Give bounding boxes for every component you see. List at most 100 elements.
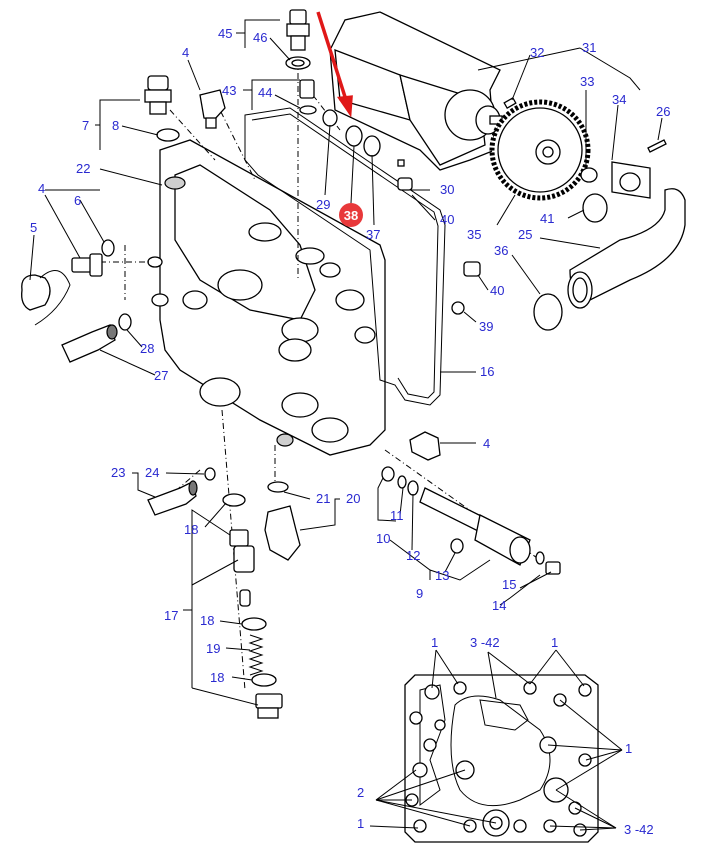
elbow-4-top xyxy=(199,89,226,129)
label-20: 20 xyxy=(346,491,360,506)
label-43: 43 xyxy=(222,83,236,98)
label-25: 25 xyxy=(518,227,532,242)
washer-18a xyxy=(222,493,246,507)
label-17: 17 xyxy=(164,608,178,623)
label-31: 31 xyxy=(582,40,596,55)
part-labels: 45 46 4 43 44 7 8 22 4 6 5 29 37 30 40 3… xyxy=(30,26,670,837)
label-5: 5 xyxy=(30,220,37,235)
label-24: 24 xyxy=(145,465,159,480)
label-45: 45 xyxy=(218,26,232,41)
label-34: 34 xyxy=(612,92,626,107)
label-41: 41 xyxy=(540,211,554,226)
inset-valve-block xyxy=(404,674,599,843)
oring-41 xyxy=(582,193,608,223)
cap-5 xyxy=(21,270,71,326)
label-26: 26 xyxy=(656,104,670,119)
label-33: 33 xyxy=(580,74,594,89)
label-30: 30 xyxy=(440,182,454,197)
label-15: 15 xyxy=(502,577,516,592)
flange-34 xyxy=(611,161,651,199)
inset-leader-lines xyxy=(369,649,623,831)
label-8: 8 xyxy=(112,118,119,133)
label-18: 18 xyxy=(184,522,198,537)
oring-24 xyxy=(204,467,216,481)
fitting-7 xyxy=(144,75,172,115)
oring-38 xyxy=(345,125,363,147)
svg-text:38: 38 xyxy=(344,208,358,223)
oring-13 xyxy=(450,538,464,554)
label-32: 32 xyxy=(530,45,544,60)
label-14: 14 xyxy=(492,598,506,613)
highlight-arrow xyxy=(316,11,353,118)
label-35: 35 xyxy=(467,227,481,242)
label-18: 18 xyxy=(210,670,224,685)
label-39: 39 xyxy=(479,319,493,334)
sensor-23 xyxy=(147,480,198,516)
inset-label-3-42: 3 -42 xyxy=(470,635,500,650)
fitting-4-left xyxy=(71,253,103,277)
label-12: 12 xyxy=(406,548,420,563)
nut-33 xyxy=(580,167,598,183)
elbow-4-right xyxy=(409,431,441,461)
oring-6 xyxy=(101,239,115,257)
label-9: 9 xyxy=(416,586,423,601)
label-27: 27 xyxy=(154,368,168,383)
label-21: 21 xyxy=(316,491,330,506)
washer-18c xyxy=(251,673,277,687)
oring-36 xyxy=(533,293,563,331)
label-7: 7 xyxy=(82,118,89,133)
elbow-20 xyxy=(264,505,301,561)
pin-32 xyxy=(503,97,517,109)
label-6: 6 xyxy=(74,193,81,208)
inset-label-3-42: 3 -42 xyxy=(624,822,654,837)
washer-18b xyxy=(241,617,267,631)
gasket xyxy=(244,107,446,406)
inset-label-1: 1 xyxy=(357,816,364,831)
label-37: 37 xyxy=(366,227,380,242)
plug-43 xyxy=(299,79,315,99)
label-44: 44 xyxy=(258,85,272,100)
pipe-25 xyxy=(567,188,686,309)
plug-29 xyxy=(322,109,338,127)
label-40: 40 xyxy=(440,212,454,227)
label-28: 28 xyxy=(140,341,154,356)
plug-bottom xyxy=(255,693,283,719)
label-4: 4 xyxy=(38,181,45,196)
pin-30 xyxy=(397,177,413,191)
washer-8 xyxy=(156,128,180,142)
label-40: 40 xyxy=(490,283,504,298)
inset-label-1: 1 xyxy=(625,741,632,756)
oring-37 xyxy=(363,135,381,157)
bolt-26 xyxy=(647,139,667,153)
inset-label-2: 2 xyxy=(357,785,364,800)
fitting-45 xyxy=(286,9,310,51)
leader-lines xyxy=(29,19,663,706)
label-19: 19 xyxy=(206,641,220,656)
spool-9 xyxy=(381,466,561,575)
inset-label-1: 1 xyxy=(551,635,558,650)
label-13: 13 xyxy=(435,568,449,583)
pump-assembly xyxy=(329,11,503,171)
label-4: 4 xyxy=(182,45,189,60)
label-36: 36 xyxy=(494,243,508,258)
label-23: 23 xyxy=(111,465,125,480)
valve-block xyxy=(147,139,386,456)
label-22: 22 xyxy=(76,161,90,176)
label-16: 16 xyxy=(480,364,494,379)
label-29: 29 xyxy=(316,197,330,212)
label-11: 11 xyxy=(390,508,404,523)
spring-19 xyxy=(248,634,264,676)
sensor-27 xyxy=(61,324,118,363)
label-18: 18 xyxy=(200,613,214,628)
gear-35 xyxy=(489,99,591,201)
highlight-badge-38: 38 xyxy=(339,203,363,227)
oring-21 xyxy=(267,481,289,493)
label-46: 46 xyxy=(253,30,267,45)
plug-39 xyxy=(451,301,465,315)
label-10: 10 xyxy=(376,531,390,546)
inset-label-1: 1 xyxy=(431,635,438,650)
label-4: 4 xyxy=(483,436,490,451)
pin-40b xyxy=(463,261,481,277)
oring-28 xyxy=(118,313,132,331)
